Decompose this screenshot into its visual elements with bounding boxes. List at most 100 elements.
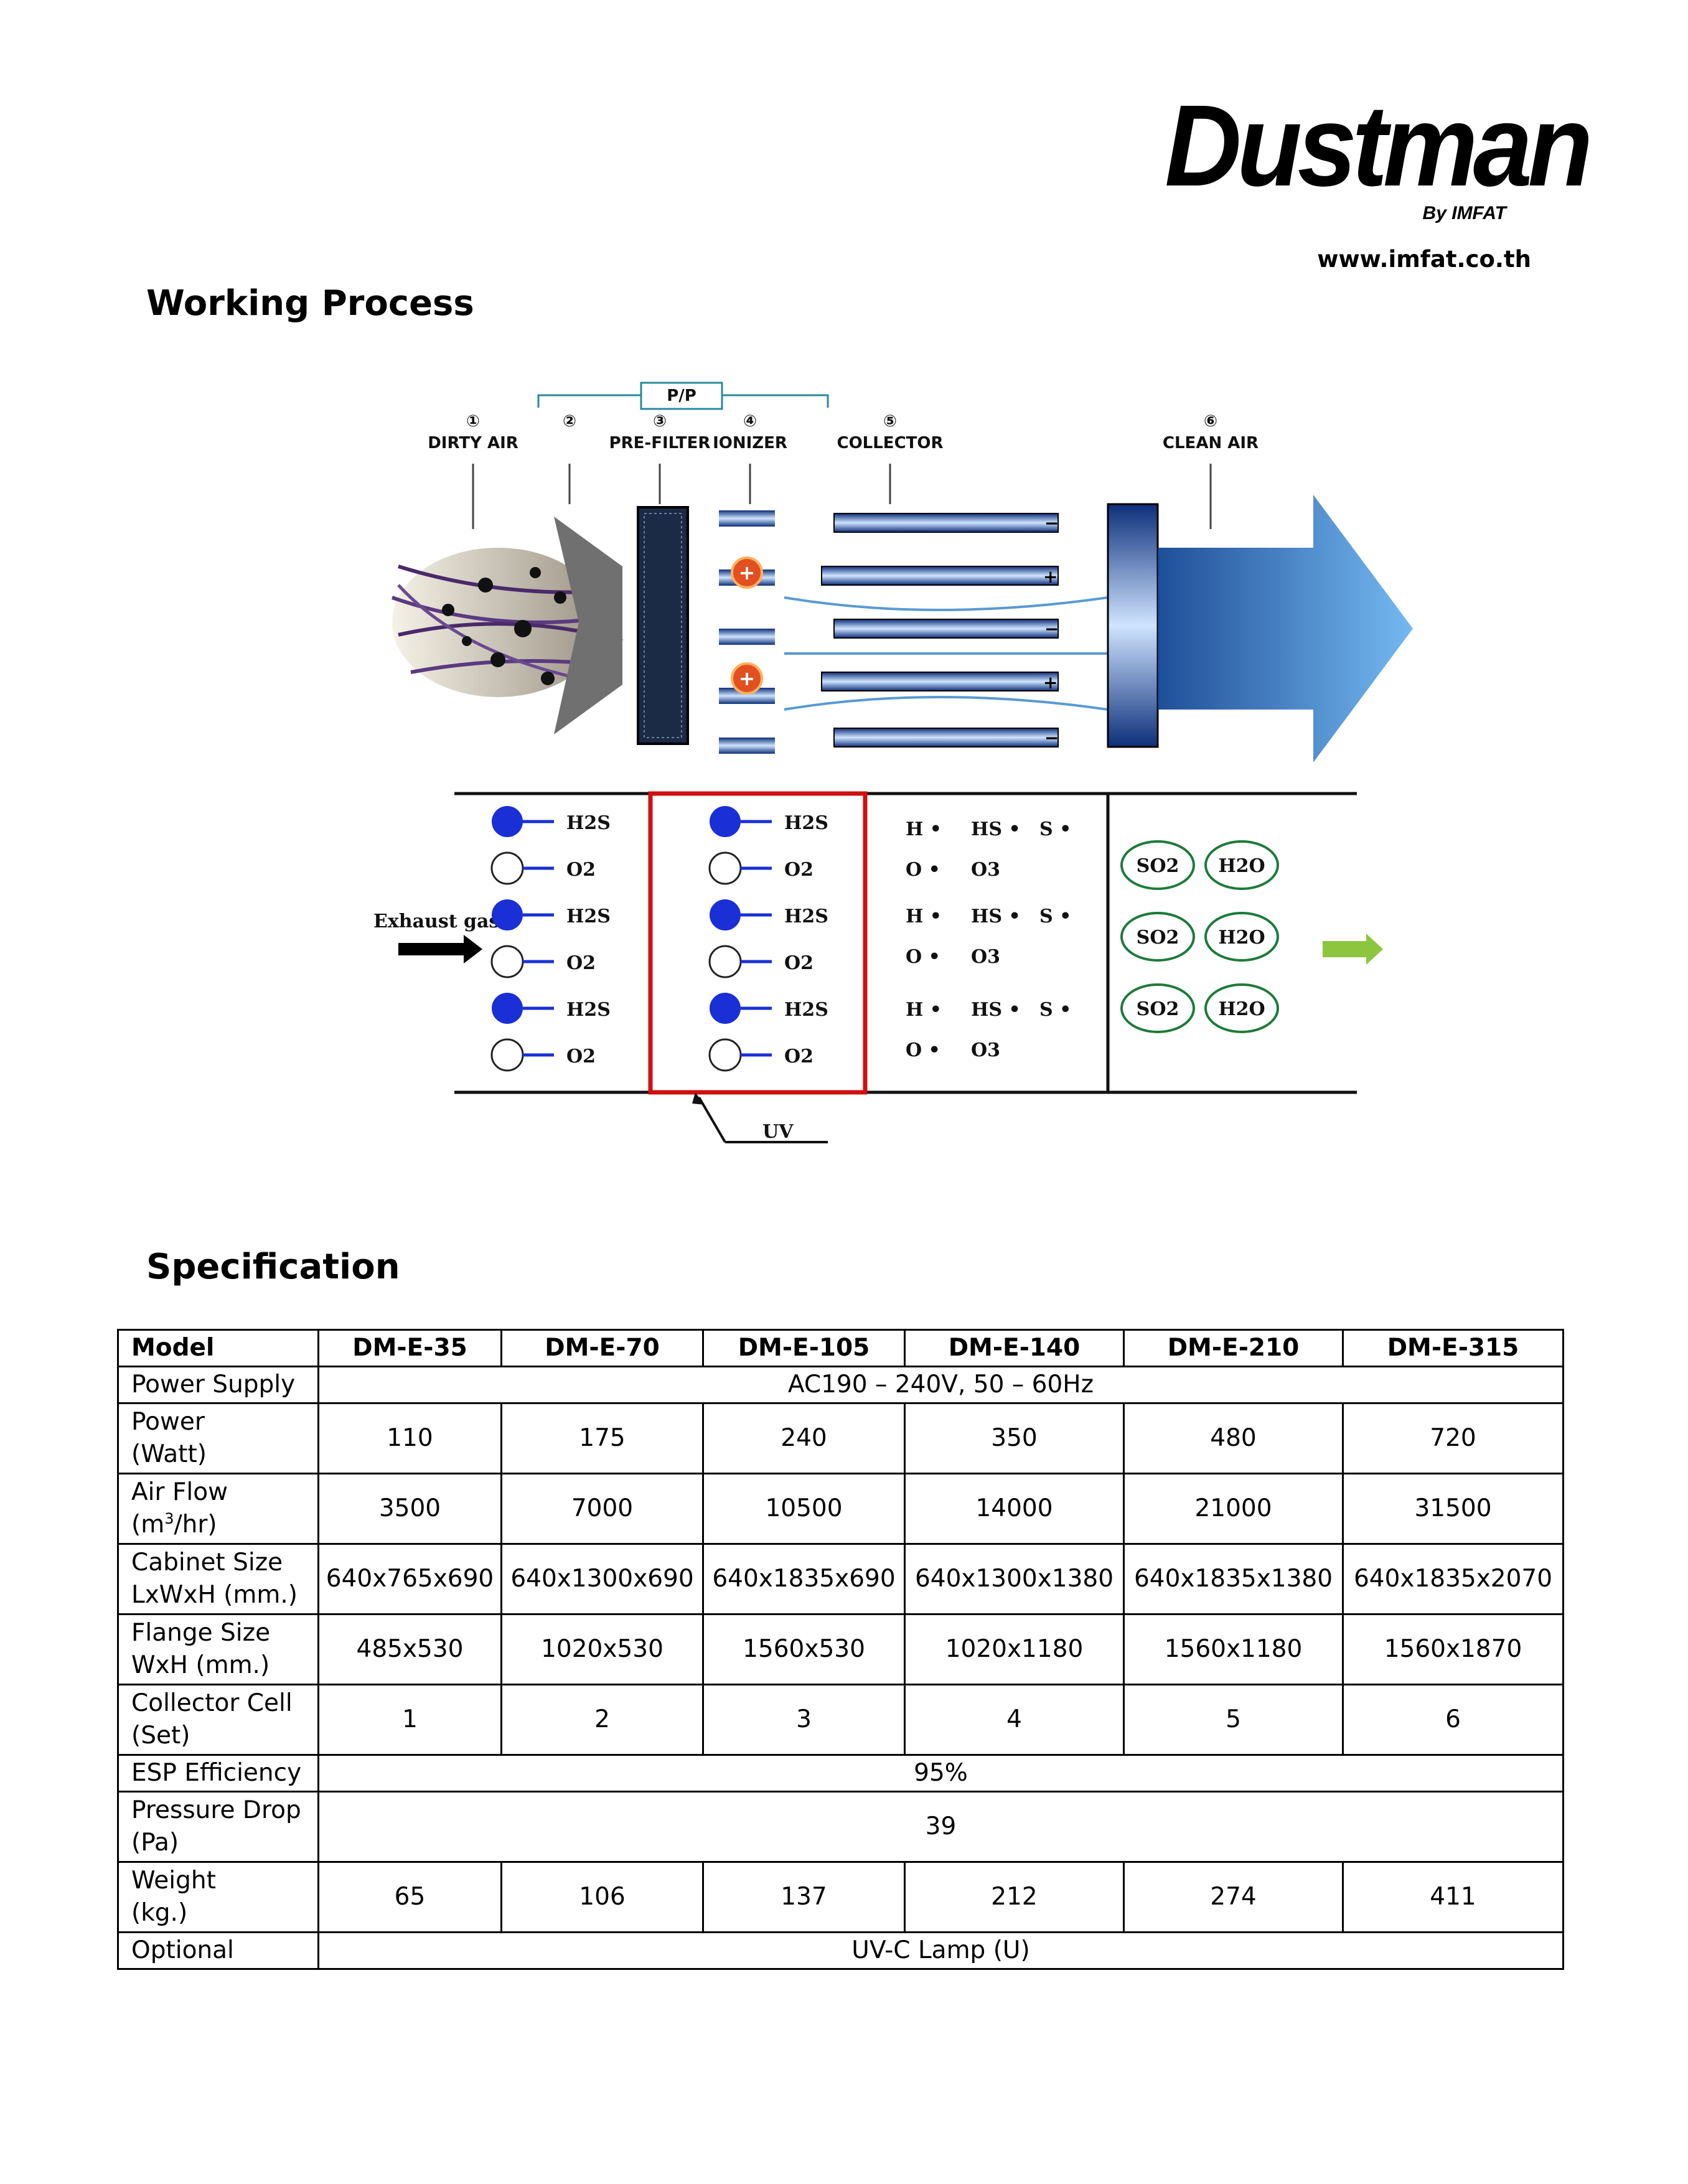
step-6-label: CLEAN AIR	[1163, 434, 1259, 452]
svg-text:+: +	[1043, 566, 1057, 587]
table-row-power-supply: Power Supply AC190 – 240V, 50 – 60Hz	[117, 1366, 1564, 1404]
cell-value: 1020x1180	[904, 1613, 1125, 1685]
cell-value: 720	[1342, 1402, 1564, 1474]
zone3-r1-a: H •	[906, 818, 942, 840]
working-process-diagram: P/P ① DIRTY AIR ② ③ PRE-FILTER ④ IONIZER…	[373, 361, 1419, 1164]
zone2-mol-1: H2S	[784, 812, 828, 834]
svg-text:+: +	[1043, 672, 1057, 693]
cell-value: 1560x530	[702, 1613, 906, 1685]
table-row-optional: Optional UV-C Lamp (U)	[117, 1931, 1564, 1970]
table-row-esp-efficiency: ESP Efficiency 95%	[117, 1754, 1564, 1793]
zone3-r1-b: HS •	[971, 818, 1021, 840]
table-header-row: Model DM-E-35 DM-E-70 DM-E-105 DM-E-140 …	[117, 1329, 1564, 1367]
step-labels: ① DIRTY AIR ② ③ PRE-FILTER ④ IONIZER ⑤ C…	[428, 412, 1259, 529]
zone3-r3-b: HS •	[971, 906, 1021, 927]
specification-heading: Specification	[146, 1247, 400, 1287]
cell-value: 5	[1123, 1684, 1344, 1756]
cell-value: 21000	[1123, 1473, 1344, 1545]
cell-value: 31500	[1342, 1473, 1564, 1545]
cell-value: 1020x530	[500, 1613, 704, 1685]
zone3-r3-a: H •	[906, 906, 942, 927]
cell-value: 411	[1342, 1861, 1564, 1933]
table-row-collector-cell: Collector Cell(Set) 1 2 3 4 5 6	[117, 1684, 1564, 1756]
row-label: Collector Cell(Set)	[117, 1684, 319, 1756]
cell-value: 480	[1123, 1402, 1344, 1474]
website-link[interactable]: www.imfat.co.th	[1317, 246, 1531, 273]
header-model-3: DM-E-105	[702, 1329, 906, 1367]
header-model-4: DM-E-140	[904, 1329, 1125, 1367]
header-model-1: DM-E-35	[317, 1329, 502, 1367]
step-3-number: ③	[653, 412, 667, 431]
cell-value: 1	[317, 1684, 502, 1756]
product-2a: SO2	[1137, 927, 1179, 949]
zone1-mol-6: O2	[566, 1046, 596, 1067]
zone3-r5-a: H •	[906, 999, 942, 1021]
ionizer: + +	[719, 510, 775, 754]
pp-label: P/P	[667, 387, 696, 405]
cell-value: 10500	[702, 1473, 906, 1545]
cell-value: 3	[702, 1684, 906, 1756]
zone-2-molecules: H2S O2 H2S O2 H2S O2	[708, 806, 828, 1072]
logo-wordmark: Dustman	[1165, 82, 1593, 210]
header-model: Model	[117, 1329, 319, 1367]
dustman-logo: Dustman By IMFAT	[1133, 82, 1593, 224]
cell-value: 1560x1870	[1342, 1613, 1564, 1685]
zone3-r4-b: O3	[971, 946, 1000, 968]
cell-value: 6	[1342, 1684, 1564, 1756]
product-2b: H2O	[1218, 927, 1265, 949]
cell-value: 274	[1123, 1861, 1344, 1933]
cell-value: AC190 – 240V, 50 – 60Hz	[317, 1366, 1564, 1404]
zone3-r2-b: O3	[971, 859, 1000, 881]
svg-text:−: −	[1044, 619, 1059, 639]
cell-value: 106	[500, 1861, 704, 1933]
step-1-label: DIRTY AIR	[428, 434, 518, 452]
zone2-mol-5: H2S	[784, 999, 828, 1021]
table-row-power: Power(Watt) 110 175 240 350 480 720	[117, 1402, 1564, 1474]
cell-value: 640x1835x2070	[1342, 1543, 1564, 1615]
zone2-mol-4: O2	[784, 952, 814, 974]
cell-value: 39	[317, 1791, 1564, 1863]
cell-value: 240	[702, 1402, 906, 1474]
row-label: ESP Efficiency	[117, 1754, 319, 1793]
row-label: Power(Watt)	[117, 1402, 319, 1474]
uv-pointer	[698, 1096, 726, 1143]
zone3-r6-b: O3	[971, 1039, 1000, 1061]
row-label: Optional	[117, 1931, 319, 1970]
collector: − + − + −	[784, 513, 1109, 748]
step-5-label: COLLECTOR	[837, 434, 943, 452]
step-1-number: ①	[466, 412, 480, 431]
outlet-arrow	[1323, 934, 1383, 965]
zone3-r2-a: O •	[906, 859, 940, 881]
row-label: Weight(kg.)	[117, 1861, 319, 1933]
logo-byline: By IMFAT	[1422, 203, 1506, 223]
cell-value: 2	[500, 1684, 704, 1756]
zone1-mol-1: H2S	[566, 812, 611, 834]
step-5-number: ⑤	[883, 412, 897, 431]
step-3-label: PRE-FILTER	[609, 434, 711, 452]
zone1-mol-4: O2	[566, 952, 596, 974]
row-label: Power Supply	[117, 1366, 319, 1404]
svg-text:−: −	[1044, 728, 1059, 748]
row-label: Pressure Drop(Pa)	[117, 1791, 319, 1863]
zone2-mol-2: O2	[784, 859, 814, 881]
product-1b: H2O	[1218, 855, 1265, 877]
clean-air-outlet	[1107, 495, 1413, 762]
header-model-5: DM-E-210	[1123, 1329, 1344, 1367]
exhaust-gas-label: Exhaust gas	[373, 911, 499, 932]
cell-value: 110	[317, 1402, 502, 1474]
cell-value: UV-C Lamp (U)	[317, 1931, 1564, 1970]
cell-value: 640x1300x690	[500, 1543, 704, 1615]
diagram-svg: P/P ① DIRTY AIR ② ③ PRE-FILTER ④ IONIZER…	[373, 382, 1413, 1143]
step-4-label: IONIZER	[713, 434, 787, 452]
cell-value: 3500	[317, 1473, 502, 1545]
zone2-mol-6: O2	[784, 1046, 814, 1067]
working-process-heading: Working Process	[146, 283, 474, 324]
cell-value: 95%	[317, 1754, 1564, 1793]
svg-text:+: +	[739, 561, 756, 584]
zone-3-radicals: H • HS • S • O • O3 H • HS • S • O • O3 …	[906, 818, 1071, 1061]
zone3-r5-c: S •	[1039, 999, 1071, 1021]
uv-label: UV	[762, 1121, 794, 1143]
